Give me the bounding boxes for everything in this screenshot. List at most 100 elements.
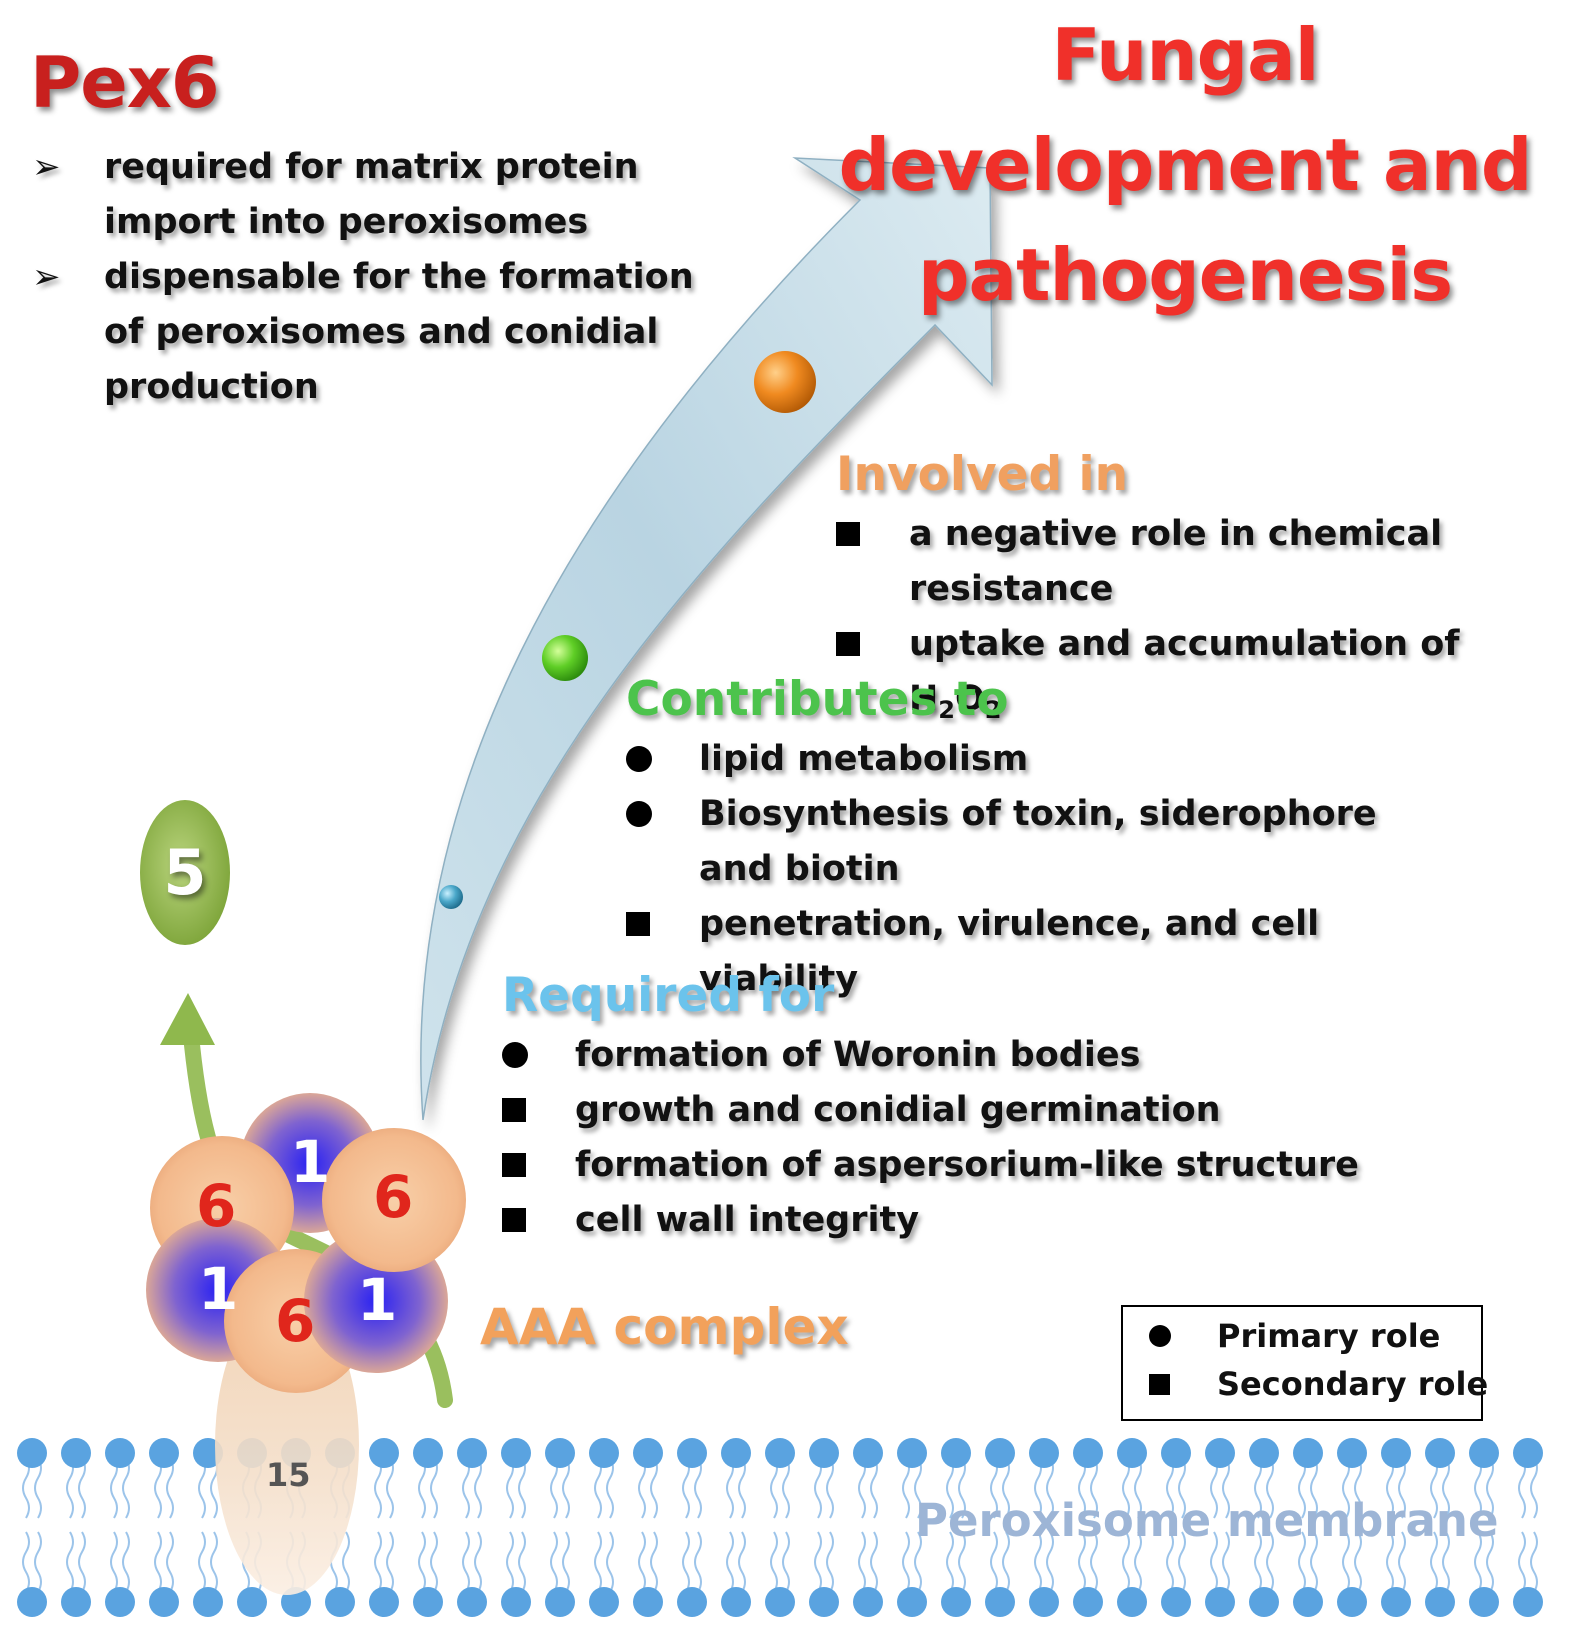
lipid-tail <box>430 1531 438 1593</box>
lipid-head <box>501 1438 531 1468</box>
lipid-tail <box>1166 1531 1174 1593</box>
list-item: uptake and accumulation of H2O2 <box>836 617 1536 738</box>
lipid-tail <box>1090 1457 1098 1519</box>
lipid-head <box>1161 1587 1191 1617</box>
lipid-bilayer <box>17 1438 1543 1617</box>
lipid-tail <box>870 1531 878 1593</box>
lipid-head <box>1381 1438 1411 1468</box>
primary-role-circle-icon <box>626 732 652 789</box>
lipid-tail <box>1486 1531 1494 1593</box>
lipid-tail <box>738 1457 746 1519</box>
lipid-tail <box>606 1531 614 1593</box>
lipid-tail <box>198 1531 206 1593</box>
lipid-head <box>721 1438 751 1468</box>
lipid-tail <box>902 1457 910 1519</box>
lipid-head <box>1249 1587 1279 1617</box>
arrowhead-bullet-icon: ➢ <box>32 257 61 297</box>
lipid-tail <box>1310 1457 1318 1519</box>
lipid-tail <box>990 1457 998 1519</box>
list-item: penetration, virulence, and cell viabili… <box>626 897 1456 1007</box>
subunit-label: 1 <box>198 1255 239 1323</box>
lipid-head <box>853 1587 883 1617</box>
lipid-tail <box>1034 1531 1042 1593</box>
lipid-tail <box>518 1531 526 1593</box>
lipid-tail <box>1298 1457 1306 1519</box>
pex6-point: ➢ required for matrix protein import int… <box>32 140 732 250</box>
lipid-head <box>457 1587 487 1617</box>
outcome-heading: Fungal development and pathogenesis <box>835 0 1535 330</box>
lipid-tail <box>1354 1531 1362 1593</box>
lipid-tail <box>650 1531 658 1593</box>
lipid-head <box>633 1587 663 1617</box>
lipid-tail <box>870 1457 878 1519</box>
lipid-tail <box>562 1457 570 1519</box>
lipid-head <box>1513 1587 1543 1617</box>
list-item: Biosynthesis of toxin, siderophore and b… <box>626 787 1459 897</box>
lipid-head <box>1513 1438 1543 1468</box>
lipid-head <box>677 1587 707 1617</box>
list-item: formation of Woronin bodies <box>502 1028 1402 1083</box>
legend-box: Primary role Secondary role <box>1121 1305 1488 1421</box>
lipid-tail <box>738 1531 746 1593</box>
lipid-head <box>809 1587 839 1617</box>
lipid-head <box>1249 1438 1279 1468</box>
lipid-tail <box>814 1531 822 1593</box>
lipid-tail <box>682 1457 690 1519</box>
lipid-tail <box>1134 1531 1142 1593</box>
lipid-tail <box>1398 1531 1406 1593</box>
lipid-head <box>17 1438 47 1468</box>
secondary-role-square-icon <box>626 897 650 953</box>
lipid-tail <box>1078 1457 1086 1519</box>
lipid-tail <box>462 1457 470 1519</box>
lipid-tail <box>1002 1531 1010 1593</box>
primary-role-circle-icon <box>502 1028 528 1085</box>
lipid-tail <box>990 1531 998 1593</box>
lipid-head <box>1117 1438 1147 1468</box>
lipid-tail <box>66 1457 74 1519</box>
secondary-role-square-icon <box>836 507 860 563</box>
lipid-head <box>1073 1438 1103 1468</box>
lipid-tail <box>474 1457 482 1519</box>
lipid-tail <box>638 1457 646 1519</box>
lipid-tail <box>1342 1457 1350 1519</box>
involved-in-section: Involved in a negative role in chemical … <box>836 446 1536 738</box>
lipid-tail <box>826 1457 834 1519</box>
lipid-tail <box>1518 1531 1526 1593</box>
lipid-tail <box>1486 1457 1494 1519</box>
lipid-tail <box>210 1531 218 1593</box>
lipid-tail <box>958 1531 966 1593</box>
lipid-tail <box>782 1457 790 1519</box>
lipid-tail <box>22 1457 30 1519</box>
lipid-tail <box>1354 1457 1362 1519</box>
lipid-tail <box>1474 1457 1482 1519</box>
lipid-head <box>1117 1587 1147 1617</box>
contributes-to-section: Contributes to lipid metabolism Biosynth… <box>626 671 1456 1007</box>
lipid-tail <box>1222 1457 1230 1519</box>
primary-role-circle-icon <box>626 787 652 844</box>
lipid-head <box>633 1438 663 1468</box>
lipid-head <box>1293 1438 1323 1468</box>
lipid-head <box>369 1438 399 1468</box>
lipid-tail <box>1298 1531 1306 1593</box>
lipid-tail <box>1518 1457 1526 1519</box>
lipid-tail <box>1134 1457 1142 1519</box>
lipid-tail <box>430 1457 438 1519</box>
lipid-tail <box>374 1457 382 1519</box>
secondary-role-square-icon <box>502 1083 526 1139</box>
lipid-head <box>369 1587 399 1617</box>
lipid-head <box>1073 1587 1103 1617</box>
lipid-head <box>193 1587 223 1617</box>
lipid-tail <box>386 1531 394 1593</box>
lipid-head <box>61 1438 91 1468</box>
secondary-role-square-icon <box>836 617 860 673</box>
lipid-tail <box>594 1531 602 1593</box>
secondary-role-square-icon <box>502 1193 526 1249</box>
lipid-head <box>149 1587 179 1617</box>
lipid-head <box>1205 1438 1235 1468</box>
lipid-tail <box>506 1457 514 1519</box>
lipid-tail <box>374 1531 382 1593</box>
lipid-tail <box>682 1531 690 1593</box>
lipid-tail <box>1210 1531 1218 1593</box>
lipid-tail <box>858 1457 866 1519</box>
pathway-arrow <box>420 157 993 1121</box>
